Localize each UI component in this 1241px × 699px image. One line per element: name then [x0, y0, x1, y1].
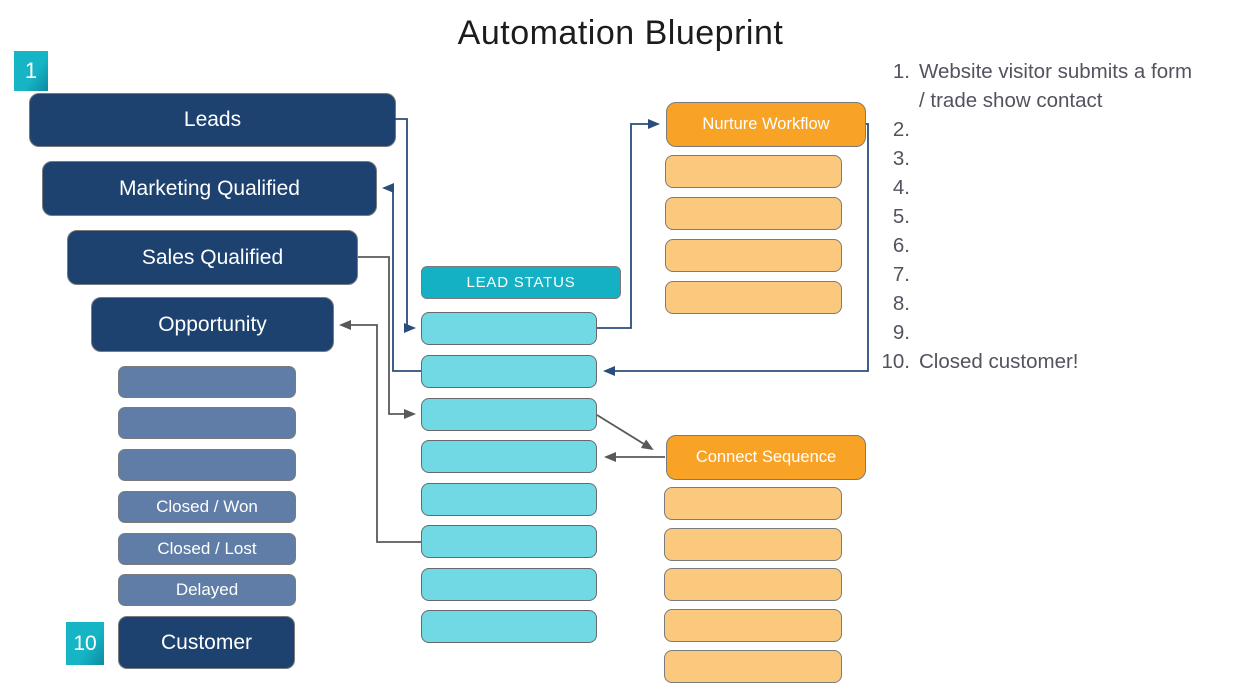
nurture-workflow-row	[665, 155, 842, 188]
connect-sequence-row	[664, 609, 842, 642]
funnel-stage-closed-lost: Closed / Lost	[118, 533, 296, 565]
step-number: 8.	[892, 292, 910, 315]
step-number: 3.	[892, 147, 910, 170]
funnel-stage-marketing-qualified: Marketing Qualified	[42, 161, 377, 216]
funnel-stage-empty	[118, 366, 296, 398]
step-item: 9.	[868, 318, 1234, 347]
funnel-stage-closed-won: Closed / Won	[118, 491, 296, 523]
connector-lead-status-6-to-opportunity	[339, 320, 421, 543]
lead-status-row	[421, 610, 597, 643]
nurture-workflow-header: Nurture Workflow	[666, 102, 866, 147]
page-title: Automation Blueprint	[457, 14, 784, 52]
connector-leads-to-lead-status-1	[395, 118, 416, 333]
lead-status-header: LEAD STATUS	[421, 266, 621, 299]
step-item: 5.	[868, 202, 1234, 231]
connect-sequence-row	[664, 568, 842, 601]
connect-sequence-row	[664, 487, 842, 520]
step-badge-1: 1	[14, 51, 48, 91]
step-item: 7.	[868, 260, 1234, 289]
step-number: 2.	[892, 118, 910, 141]
connect-sequence-header: Connect Sequence	[666, 435, 866, 480]
step-text: Website visitor submits a form / trade s…	[919, 60, 1193, 112]
nurture-workflow-row	[665, 197, 842, 230]
lead-status-row	[421, 483, 597, 516]
step-number: 5.	[892, 205, 910, 228]
connector-lead-status-2-to-marketing-qualified	[382, 183, 421, 372]
step-number: 1.	[892, 60, 910, 83]
step-number: 9.	[892, 321, 910, 344]
funnel-stage-leads: Leads	[29, 93, 396, 147]
step-number: 7.	[892, 263, 910, 286]
steps-list: 1. Website visitor submits a form / trad…	[868, 57, 1234, 376]
lead-status-row	[421, 355, 597, 388]
funnel-stage-delayed: Delayed	[118, 574, 296, 606]
nurture-workflow-row	[665, 281, 842, 314]
step-item: 4.	[868, 173, 1234, 202]
lead-status-row	[421, 568, 597, 601]
step-badge-10: 10	[66, 622, 104, 665]
step-number: 10.	[881, 350, 911, 373]
funnel-stage-opportunity: Opportunity	[91, 297, 334, 352]
nurture-workflow-row	[665, 239, 842, 272]
lead-status-row	[421, 398, 597, 431]
funnel-stage-sales-qualified: Sales Qualified	[67, 230, 358, 285]
lead-status-row	[421, 440, 597, 473]
step-number: 6.	[892, 234, 910, 257]
step-text: Closed customer!	[919, 350, 1079, 373]
lead-status-row	[421, 525, 597, 558]
step-item: 1. Website visitor submits a form / trad…	[868, 57, 1234, 115]
funnel-stage-empty	[118, 449, 296, 481]
step-item: 10. Closed customer!	[868, 347, 1234, 376]
step-item: 2.	[868, 115, 1234, 144]
connector-lead-status-3-to-connect-sequence	[596, 414, 654, 451]
lead-status-row	[421, 312, 597, 345]
step-item: 6.	[868, 231, 1234, 260]
connect-sequence-row	[664, 528, 842, 561]
connector-sales-qualified-to-lead-status-3	[358, 256, 416, 419]
funnel-stage-customer: Customer	[118, 616, 295, 669]
funnel-stage-empty	[118, 407, 296, 439]
step-number: 4.	[892, 176, 910, 199]
step-item: 3.	[868, 144, 1234, 173]
connect-sequence-row	[664, 650, 842, 683]
step-item: 8.	[868, 289, 1234, 318]
